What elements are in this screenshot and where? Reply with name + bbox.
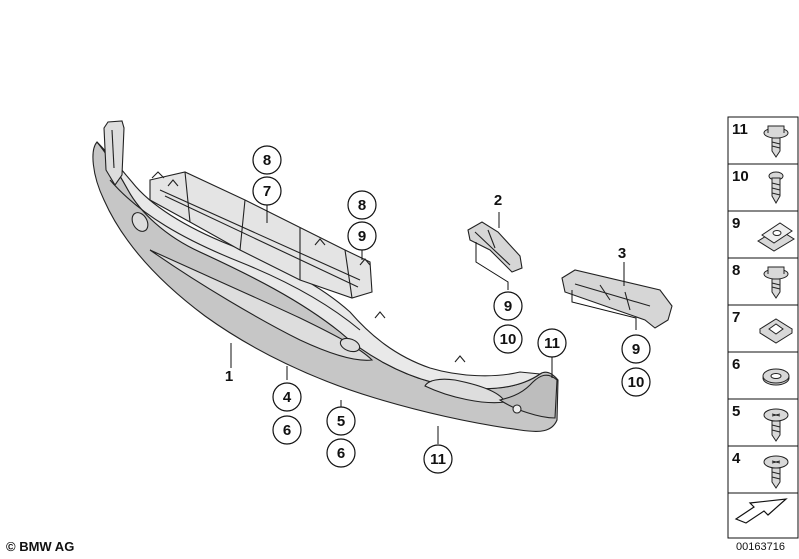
screw-flange-icon xyxy=(763,266,789,299)
bracket-right xyxy=(561,269,673,329)
callout-c11b: 11 xyxy=(423,444,453,474)
callout-label: 9 xyxy=(504,298,512,315)
callout-label: 11 xyxy=(544,335,560,352)
legend-number: 7 xyxy=(732,309,740,326)
legend-number: 9 xyxy=(732,215,740,232)
legend-cell xyxy=(727,116,799,165)
callout-circle xyxy=(347,221,377,251)
legend-cell xyxy=(727,445,799,494)
callout-circle xyxy=(621,334,651,364)
callout-label: 8 xyxy=(263,152,271,169)
callout-label: 6 xyxy=(283,422,291,439)
callout-circle xyxy=(621,367,651,397)
callout-c9a: 9 xyxy=(347,221,377,251)
callout-circle xyxy=(272,382,302,412)
callout-circle xyxy=(326,438,356,468)
bumper-cover xyxy=(92,120,559,432)
reference-number: 00163716 xyxy=(736,541,785,553)
callout-circle xyxy=(347,190,377,220)
callout-p1: 1 xyxy=(225,368,233,385)
callout-c9b: 9 xyxy=(493,291,523,321)
copyright-text: © BMW AG xyxy=(6,539,75,554)
callout-label: 9 xyxy=(632,341,640,358)
callout-c5: 5 xyxy=(326,406,356,436)
callout-label: 9 xyxy=(358,228,366,245)
callout-circle xyxy=(272,415,302,445)
callout-c8a: 8 xyxy=(252,145,282,175)
callout-c6b: 6 xyxy=(326,438,356,468)
callout-p3: 3 xyxy=(618,245,626,262)
legend-item-8: 8 xyxy=(727,257,799,306)
callout-circle xyxy=(252,176,282,206)
torx-screw-icon xyxy=(763,455,789,489)
callout-c7: 7 xyxy=(252,176,282,206)
torx-screw-icon xyxy=(763,408,789,442)
callout-label: 8 xyxy=(358,197,366,214)
legend-number: 5 xyxy=(732,403,740,420)
legend-item-11: 11 xyxy=(727,116,799,165)
callout-c8b: 8 xyxy=(347,190,377,220)
legend-panel: 11 10 9 8 7 6 5 4 xyxy=(727,116,799,539)
callouts-plain: 1 2 3 xyxy=(225,192,626,385)
screw-flange-icon xyxy=(763,125,789,158)
callout-c11a: 11 xyxy=(537,328,567,358)
legend-number: 6 xyxy=(732,356,740,373)
callout-label: 10 xyxy=(500,331,517,348)
callout-circle xyxy=(493,291,523,321)
callout-circle xyxy=(252,145,282,175)
legend-number: 8 xyxy=(732,262,740,279)
callout-c9c: 9 xyxy=(621,334,651,364)
callout-c10a: 10 xyxy=(493,324,523,354)
legend-cell xyxy=(727,163,799,212)
callout-label: 5 xyxy=(337,413,345,430)
legend-number: 10 xyxy=(732,168,749,185)
arrow-icon xyxy=(727,492,799,539)
tapping-screw-icon xyxy=(768,171,784,205)
callout-label: 10 xyxy=(628,374,645,391)
callout-c10b: 10 xyxy=(621,367,651,397)
legend-number: 4 xyxy=(732,450,741,467)
callout-circle xyxy=(326,406,356,436)
callout-label: 6 xyxy=(337,445,345,462)
callout-circle xyxy=(493,324,523,354)
leader-lines xyxy=(230,205,637,444)
legend-cell xyxy=(727,398,799,447)
callout-c6a: 6 xyxy=(272,415,302,445)
callout-circle xyxy=(537,328,567,358)
legend-number: 11 xyxy=(732,121,748,138)
callout-p2: 2 xyxy=(494,192,502,209)
legend-item-4: 4 xyxy=(727,445,799,494)
callout-circle xyxy=(423,444,453,474)
legend-cell xyxy=(727,257,799,306)
legend-item-10: 10 xyxy=(727,163,799,212)
legend-item-6: 6 xyxy=(727,351,799,400)
bracket-left xyxy=(467,221,523,273)
square-nut-icon xyxy=(759,318,793,344)
clip-nut-icon xyxy=(757,222,795,252)
legend-item-5: 5 xyxy=(727,398,799,447)
legend-item-9: 9 xyxy=(727,210,799,259)
washer-icon xyxy=(762,368,790,386)
callout-label: 4 xyxy=(283,389,292,406)
callouts-circled: 8 7 8 9 9 10 11 9 10 4 6 5 6 11 xyxy=(252,145,651,474)
legend-item-7: 7 xyxy=(727,304,799,353)
callout-label: 11 xyxy=(430,451,446,468)
callout-label: 7 xyxy=(263,183,271,200)
callout-c4: 4 xyxy=(272,382,302,412)
